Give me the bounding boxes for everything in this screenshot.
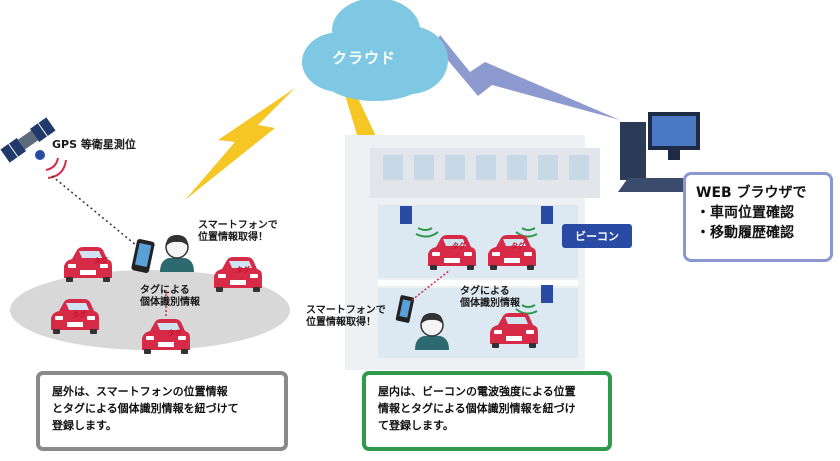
computer-icon [618,112,700,192]
beacon-label: ビーコン [562,224,632,248]
tag-indoor-label: タグによる個体識別情報 [460,286,520,309]
svg-text:タグ: タグ [236,265,250,274]
svg-text:タグ: タグ [452,241,466,250]
building-icon [345,135,600,370]
web-box-title: WEB ブラウザで [696,185,807,201]
svg-text:タグ: タグ [168,328,182,337]
outdoor-line: 登録します。 [52,419,117,432]
indoor-description-box: 屋内は、ビーコンの電波強度による位置 情報とタグによる個体識別情報を紐づけ て登… [362,371,612,451]
web-box-item: ・移動履歴確認 [696,225,794,241]
gps-label: GPS 等衛星測位 [52,138,136,151]
outdoor-description-box: 屋外は、スマートフォンの位置情報 とタグによる個体識別情報を紐づけて 登録します… [36,371,288,451]
cloud-label: クラウド [332,49,397,67]
indoor-line: 情報とタグによる個体識別情報を紐づけ [378,402,576,415]
svg-text:タグ: タグ [72,310,86,319]
cloud-icon [302,0,448,101]
phone-outdoor-label: スマートフォンで位置情報取得！ [198,220,278,243]
tag-outdoor-label: タグによる個体識別情報 [140,285,200,308]
indoor-line: 屋内は、ビーコンの電波強度による位置 [378,385,576,398]
svg-text:タグ: タグ [94,256,108,265]
phone-indoor-label: スマートフォンで位置情報取得！ [306,305,386,328]
smartphone-icon [131,239,155,273]
web-box-item: ・車両位置確認 [696,205,794,221]
satellite-icon [0,117,56,163]
svg-text:タグ: タグ [511,241,525,250]
outdoor-line: 屋外は、スマートフォンの位置情報 [52,385,228,398]
outdoor-line: とタグによる個体識別情報を紐づけて [52,402,239,415]
indoor-line: て登録します。 [378,419,454,432]
beacon-icon [400,206,412,224]
lightning-icon [185,78,305,200]
web-browser-box: WEB ブラウザで ・車両位置確認 ・移動履歴確認 [683,172,833,262]
